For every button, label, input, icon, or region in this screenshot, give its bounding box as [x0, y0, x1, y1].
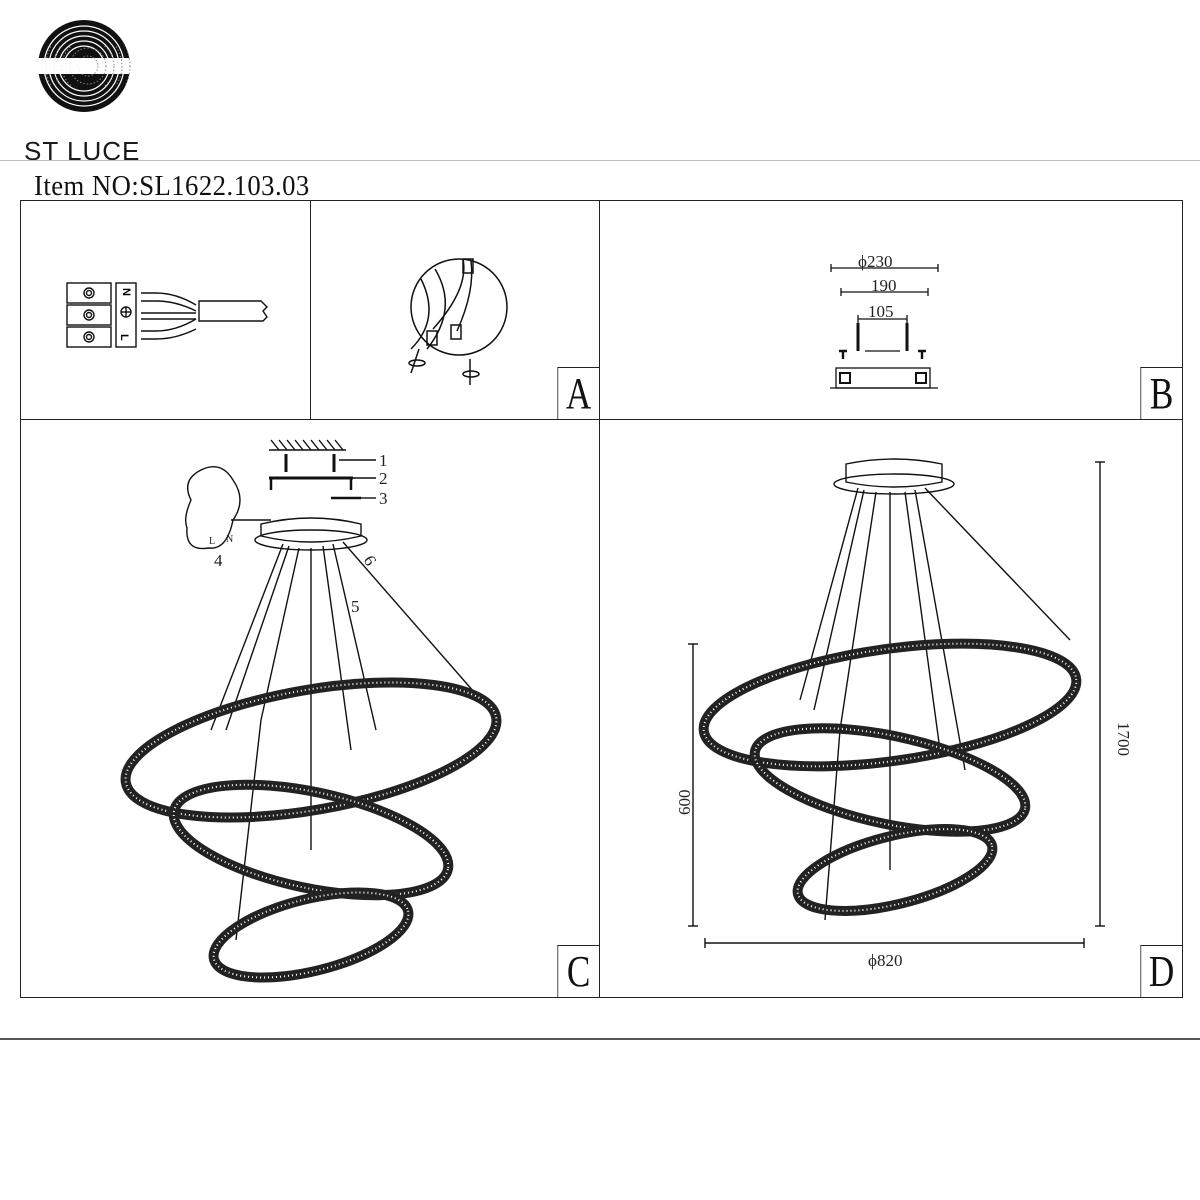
- callout-1: 1: [379, 451, 388, 470]
- callout-3: 3: [379, 489, 388, 508]
- panel-a: A: [310, 200, 600, 420]
- live-terminal-label: L: [118, 334, 130, 341]
- overall-dimensions-view: 600 1700 ϕ820: [675, 458, 1133, 970]
- plate-width-dim: 190: [871, 276, 897, 295]
- screw-spacing-dim: 105: [868, 302, 894, 321]
- overall-height-dim: 1700: [1114, 722, 1133, 756]
- footer-divider: [0, 1038, 1200, 1040]
- live-label: L: [209, 536, 215, 547]
- panel-b: ϕ230 190 105 B: [599, 200, 1183, 420]
- panel-wiring: N L: [20, 200, 311, 420]
- panel-label-c: C: [557, 945, 599, 997]
- spiral-s-logo-icon: [36, 20, 131, 112]
- neutral-terminal-label: N: [120, 288, 132, 296]
- item-number: Item NO:SL1622.103.03: [34, 170, 310, 202]
- brand-logo: ST LUCE: [22, 18, 142, 166]
- panel-label-b: B: [1140, 367, 1182, 419]
- callout-5: 5: [351, 597, 360, 616]
- wire-connector-detail: [408, 258, 508, 385]
- panel-c: 1 2 3 4 5 6 N L C: [20, 419, 600, 998]
- callout-2: 2: [379, 469, 388, 488]
- ring-stack-height-dim: 600: [675, 790, 694, 816]
- callout-6: 6: [360, 552, 381, 569]
- brand-name: ST LUCE: [24, 136, 141, 166]
- mounting-plate-dimensions: ϕ230 190 105: [830, 252, 939, 389]
- panel-d: 600 1700 ϕ820 D: [599, 419, 1183, 998]
- header-divider: [0, 160, 1200, 161]
- terminal-block-diagram: N L: [66, 282, 268, 348]
- panel-label-d: D: [1140, 945, 1182, 997]
- panel-label-a: A: [557, 367, 599, 419]
- exploded-installation-view: 1 2 3 4 5 6 N L: [120, 439, 502, 983]
- neutral-label: N: [226, 534, 233, 545]
- max-diameter-dim: ϕ820: [868, 951, 902, 970]
- canopy-diameter-dim: ϕ230: [858, 252, 892, 271]
- callout-4: 4: [214, 551, 223, 570]
